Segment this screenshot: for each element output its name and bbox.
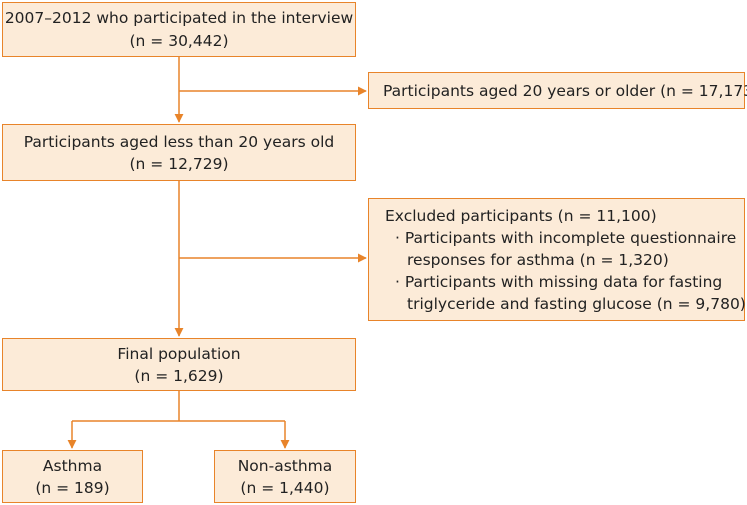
excluded-item-questionnaire-cont: responses for asthma (n = 1,320) xyxy=(407,251,669,269)
nonasthma-box: Non-asthma (n = 1,440) xyxy=(214,450,356,503)
excluded-box: Excluded participants (n = 11,100) · Par… xyxy=(368,198,746,321)
final-population-box: Final population (n = 1,629) xyxy=(2,338,356,391)
asthma-title: Asthma xyxy=(42,456,103,475)
under20-title: Participants aged less than 20 years old xyxy=(23,132,335,151)
asthma-count: (n = 189) xyxy=(35,478,110,497)
nonasthma-title: Non-asthma xyxy=(237,456,333,475)
excluded-item-questionnaire: · Participants with incomplete questionn… xyxy=(395,229,737,247)
final-title: Final population xyxy=(117,344,241,363)
aged20plus-text: Participants aged 20 years or older (n =… xyxy=(383,81,747,100)
interview-box: 2007–2012 who participated in the interv… xyxy=(2,2,356,57)
nonasthma-count: (n = 1,440) xyxy=(240,478,330,497)
under20-count: (n = 12,729) xyxy=(129,154,229,173)
final-count: (n = 1,629) xyxy=(134,366,224,385)
asthma-box: Asthma (n = 189) xyxy=(2,450,143,503)
excluded-item-missing-data: · Participants with missing data for fas… xyxy=(395,273,723,291)
under20-box: Participants aged less than 20 years old… xyxy=(2,124,356,181)
excluded-item-missing-data-cont: triglyceride and fasting glucose (n = 9,… xyxy=(407,295,746,313)
interview-count: (n = 30,442) xyxy=(129,32,229,50)
excluded-title: Excluded participants (n = 11,100) xyxy=(385,207,657,225)
aged20plus-box: Participants aged 20 years or older (n =… xyxy=(368,72,747,109)
interview-title: 2007–2012 who participated in the interv… xyxy=(4,9,354,27)
